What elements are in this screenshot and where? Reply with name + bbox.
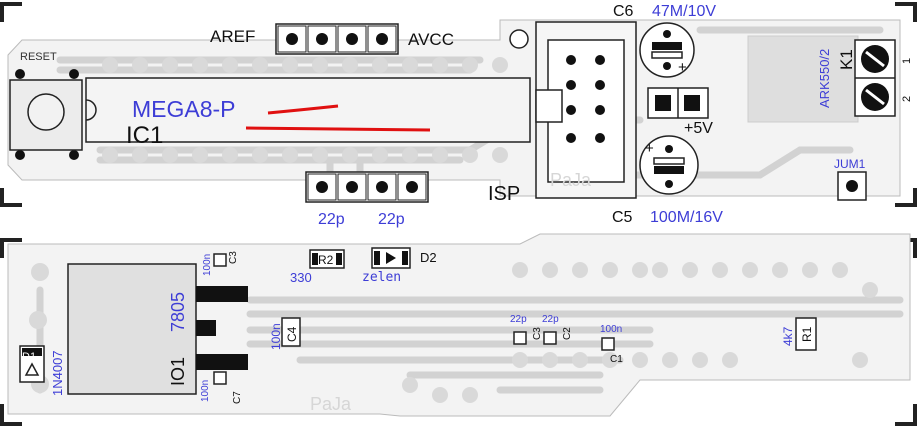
r1-resistor: 4k7 R1	[781, 317, 817, 351]
aref-label: AREF	[210, 27, 255, 46]
d2-ref-label: D2	[420, 250, 437, 265]
d2-color-label: zelen	[362, 270, 401, 285]
aref-header: AREF AVCC	[210, 23, 454, 55]
plus5v-label: +5V	[684, 120, 713, 137]
c4-capacitor: 100n C4	[269, 317, 301, 350]
mid-c2-capacitor: 22p C2	[542, 314, 573, 345]
cap-22p-right-label: 22p	[378, 211, 405, 228]
d2-led: D2 zelen	[362, 247, 437, 285]
c4-ref-label: C4	[285, 326, 299, 342]
c1-value-label: 100n	[600, 324, 622, 335]
plus5v-header: +5V	[647, 87, 713, 137]
c4-value-label: 100n	[269, 323, 283, 350]
jum1-pad: JUM1	[834, 157, 867, 201]
chip-name-label: MEGA8-P	[132, 96, 236, 122]
c5-value-label: 100M/16V	[650, 209, 723, 226]
r2-ref-label: R2	[318, 253, 334, 267]
c7-value-label: 100n	[200, 380, 211, 402]
c1-capacitor: 100n C1	[600, 324, 623, 365]
c6-capacitor: C6 47M/10V +	[613, 3, 716, 78]
d1-ref-label: D1	[22, 351, 36, 363]
top-board: RESET MEGA8-P IC1 AREF AVCC	[0, 2, 917, 228]
k1-terminal: ARK550/2 K1 1 2	[747, 35, 913, 123]
c6-ref-label: C6	[613, 3, 634, 20]
jum1-ref-label: JUM1	[834, 157, 866, 171]
chip-ref-label: IC1	[126, 122, 163, 149]
red-mark-upper	[267, 104, 339, 115]
c3-value-label: 100n	[202, 254, 213, 276]
top-watermark: PaJa	[550, 170, 592, 190]
bottom-watermark: PaJa	[310, 394, 352, 414]
c1-ref-label: C1	[610, 354, 623, 365]
isp-label: ISP	[488, 183, 520, 205]
r2-value-label: 330	[290, 270, 312, 285]
cap-22p-left-label: 22p	[318, 211, 345, 228]
r1-ref-label: R1	[800, 326, 814, 342]
c6-value-label: 47M/10V	[652, 3, 716, 20]
ic1-chip: MEGA8-P IC1	[85, 77, 531, 149]
k1-pin1-label: 1	[901, 58, 913, 64]
k1-ref-label: K1	[837, 49, 856, 70]
mid-c3-value-label: 22p	[510, 314, 527, 325]
c7-capacitor: 100n C7	[200, 371, 243, 404]
c5-capacitor: + C5 100M/16V	[612, 135, 723, 226]
regulator-part-label: 7805	[168, 292, 188, 332]
c3-ref-label: C3	[228, 251, 239, 264]
c7-ref-label: C7	[232, 391, 243, 404]
avcc-label: AVCC	[408, 30, 454, 49]
k1-pin2-label: 2	[901, 96, 913, 102]
d1-diode: D1 1N4007	[19, 345, 65, 396]
crystal-cap-header: 22p 22p	[305, 171, 429, 228]
mid-c2-ref-label: C2	[562, 327, 573, 340]
reset-label: RESET	[20, 51, 57, 63]
regulator-7805: 7805 IO1	[67, 263, 248, 395]
regulator-ref-label: IO1	[168, 357, 188, 386]
c3-capacitor-left: 100n C3	[202, 251, 239, 276]
bottom-board: 7805 IO1 D1 1N4007 100n C3 100n C4 100n	[0, 233, 917, 426]
c6-plus-sign: +	[678, 59, 687, 76]
isp-connector: ISP PaJa	[488, 21, 637, 205]
r1-value-label: 4k7	[781, 326, 795, 346]
k1-part-label: ARK550/2	[817, 49, 832, 108]
mounting-hole	[509, 29, 529, 49]
d1-part-label: 1N4007	[50, 350, 65, 396]
r2-resistor: R2 330	[290, 249, 345, 285]
mid-c2-value-label: 22p	[542, 314, 559, 325]
mid-c3-capacitor: 22p C3	[510, 314, 543, 345]
red-mark-lower	[245, 126, 431, 132]
reset-button-footprint: RESET	[9, 51, 83, 160]
mid-c3-ref-label: C3	[532, 327, 543, 340]
c5-plus-sign: +	[645, 140, 654, 157]
c5-ref-label: C5	[612, 209, 633, 226]
